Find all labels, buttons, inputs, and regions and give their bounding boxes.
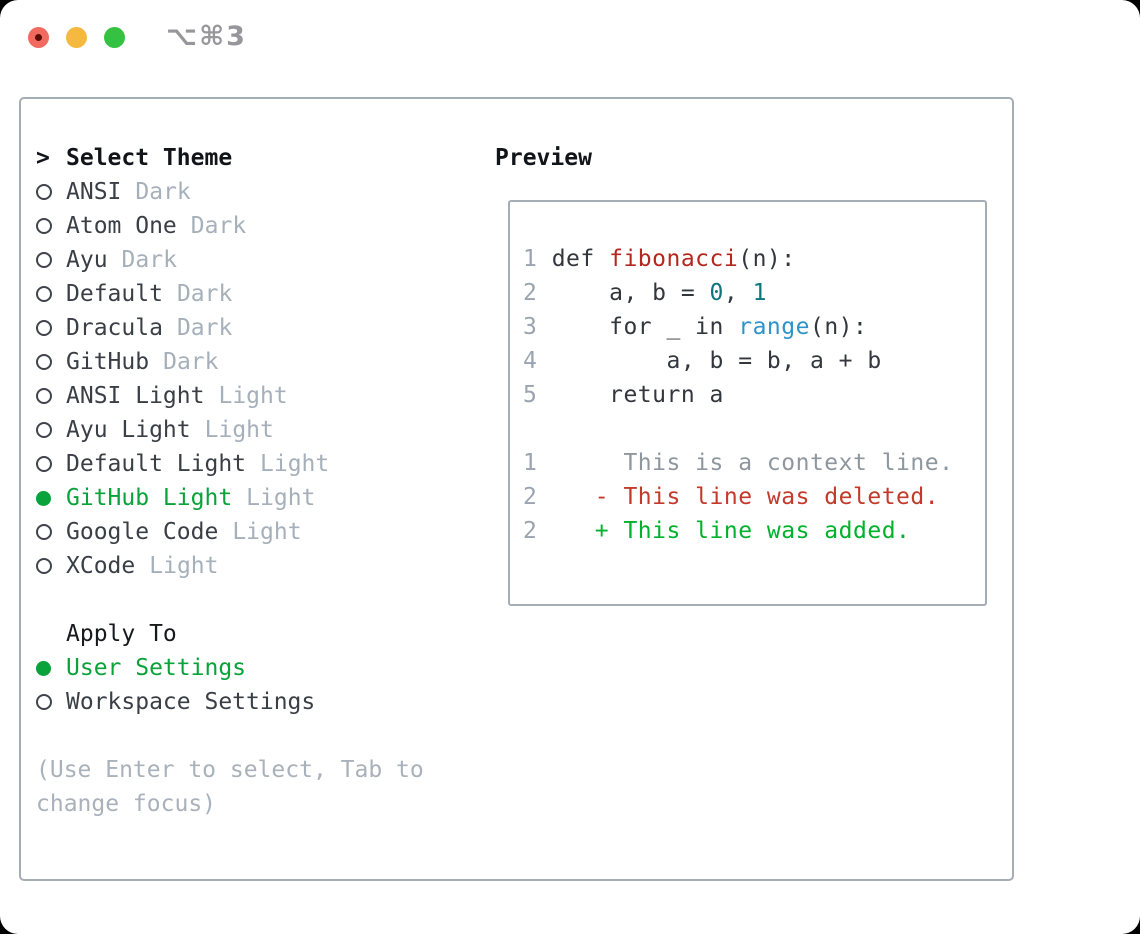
window-titlebar: ⌥⌘3	[0, 0, 1140, 72]
variant-tag: Dark	[176, 281, 233, 307]
window-title-shortcut: ⌥⌘3	[166, 21, 247, 52]
radio-icon	[36, 354, 66, 370]
option-label: Default	[66, 281, 163, 307]
preview-code: 1 def fibonacci(n): 2 a, b = 0, 1 3 for _ …	[508, 200, 987, 606]
variant-tag: Dark	[121, 247, 177, 273]
radio-icon	[36, 558, 66, 574]
theme-option[interactable]: Google Code Light	[36, 515, 481, 549]
option-label: Atom One	[66, 213, 177, 239]
code-line: 5 return a	[523, 382, 724, 408]
apply-option[interactable]: User Settings	[36, 651, 481, 685]
variant-tag: Light	[204, 417, 274, 443]
spacer	[36, 583, 481, 617]
code-line: 3 for _ in range(n):	[523, 314, 868, 340]
variant-tag: Light	[246, 485, 316, 511]
traffic-lights	[28, 27, 125, 48]
select-theme-header: > Select Theme	[36, 141, 481, 175]
radio-icon	[36, 286, 66, 302]
theme-option[interactable]: ANSI Light Light	[36, 379, 481, 413]
option-label: GitHub	[66, 349, 150, 375]
option-label: Ayu	[66, 247, 108, 273]
radio-icon	[36, 388, 66, 404]
variant-tag: Dark	[163, 349, 219, 375]
radio-icon	[36, 694, 66, 710]
variant-tag: Light	[149, 553, 219, 579]
radio-icon	[36, 184, 66, 200]
radio-icon	[36, 422, 66, 438]
code-line: 1 def fibonacci(n):	[523, 246, 796, 272]
option-label: Ayu Light	[66, 417, 191, 443]
radio-selected-icon	[36, 491, 66, 506]
variant-tag: Light	[232, 519, 302, 545]
theme-option[interactable]: Default Dark	[36, 277, 481, 311]
apply-option[interactable]: Workspace Settings	[36, 685, 481, 719]
code-line: 2 a, b = 0, 1	[523, 280, 767, 306]
code-line	[523, 412, 985, 446]
radio-selected-icon	[36, 661, 66, 676]
theme-option[interactable]: Atom One Dark	[36, 209, 481, 243]
theme-option[interactable]: Ayu Dark	[36, 243, 481, 277]
option-label: User Settings	[66, 655, 247, 681]
option-label: Workspace Settings	[66, 689, 316, 715]
select-theme-title: Select Theme	[66, 145, 233, 171]
option-label: Google Code	[66, 519, 219, 545]
variant-tag: Light	[260, 451, 330, 477]
option-label: ANSI	[66, 179, 122, 205]
apply-to-header: Apply To	[36, 617, 481, 651]
hint-line: (Use Enter to select, Tab to	[36, 757, 424, 783]
apply-to-title: Apply To	[66, 621, 177, 647]
radio-icon	[36, 456, 66, 472]
selection-prompt-icon: >	[36, 145, 50, 171]
theme-option[interactable]: Ayu Light Light	[36, 413, 481, 447]
theme-option[interactable]: ANSI Dark	[36, 175, 481, 209]
option-label: ANSI Light	[66, 383, 205, 409]
option-label: Default Light	[66, 451, 247, 477]
variant-tag: Light	[218, 383, 288, 409]
zoom-button[interactable]	[104, 27, 125, 48]
code-line: 2 + This line was added.	[523, 518, 911, 544]
theme-option[interactable]: Default Light Light	[36, 447, 481, 481]
variant-tag: Dark	[135, 179, 191, 205]
variant-tag: Dark	[190, 213, 247, 239]
theme-option[interactable]: XCode Light	[36, 549, 481, 583]
theme-option[interactable]: Dracula Dark	[36, 311, 481, 345]
option-label: Dracula	[66, 315, 163, 341]
option-label: XCode	[66, 553, 136, 579]
minimize-button[interactable]	[66, 27, 87, 48]
radio-icon	[36, 524, 66, 540]
preview-title: Preview	[495, 145, 592, 171]
radio-icon	[36, 320, 66, 336]
hint-line: change focus)	[36, 791, 217, 817]
option-label: GitHub Light	[66, 485, 233, 511]
code-line: 1 This is a context line.	[523, 450, 954, 476]
theme-option[interactable]: GitHub Dark	[36, 345, 481, 379]
theme-option[interactable]: GitHub Light Light	[36, 481, 481, 515]
hint-text: (Use Enter to select, Tab to change focu…	[36, 753, 481, 821]
spacer	[36, 719, 481, 753]
code-line: 4 a, b = b, a + b	[523, 348, 882, 374]
variant-tag: Dark	[176, 315, 233, 341]
radio-icon	[36, 218, 66, 234]
code-line: 2 - This line was deleted.	[523, 484, 940, 510]
close-button[interactable]	[28, 27, 49, 48]
radio-icon	[36, 252, 66, 268]
